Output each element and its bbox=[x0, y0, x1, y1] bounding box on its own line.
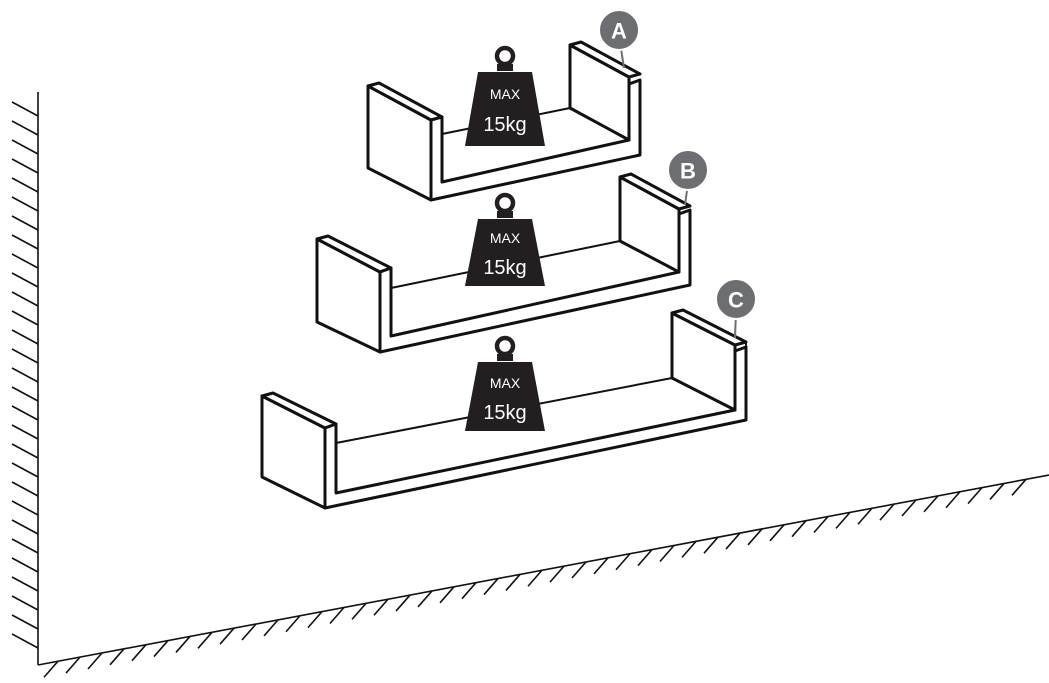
floor-hatch-tick bbox=[769, 524, 785, 542]
badge-a-label: A bbox=[611, 19, 627, 44]
floor-hatch-tick bbox=[725, 532, 741, 550]
floor-hatch-tick bbox=[813, 516, 829, 534]
floor-hatch-tick bbox=[131, 644, 147, 662]
floor-hatch-tick bbox=[175, 635, 191, 653]
wall-hatch-tick bbox=[11, 158, 39, 174]
floor-hatch-tick bbox=[1011, 478, 1027, 496]
wall-hatch-tick bbox=[11, 443, 39, 459]
badge-c-label: C bbox=[728, 288, 744, 313]
wall-hatch-tick bbox=[11, 519, 39, 535]
floor-hatch-tick bbox=[571, 561, 587, 579]
wall-hatch-tick bbox=[11, 367, 39, 383]
floor-hatch-tick bbox=[967, 487, 983, 505]
weight-icon-b: MAX 15kg bbox=[465, 192, 545, 286]
wall-hatch-tick bbox=[11, 310, 39, 326]
wall-hatch-tick bbox=[11, 595, 39, 611]
wall-hatch-tick bbox=[11, 329, 39, 345]
floor-hatch-tick bbox=[329, 606, 345, 625]
wall-hatch-tick bbox=[11, 538, 39, 554]
weight-value-label-a: 15kg bbox=[483, 114, 526, 136]
floor-hatch-tick bbox=[307, 611, 323, 629]
floor-hatch-tick bbox=[593, 557, 609, 575]
wall-hatch-tick bbox=[11, 101, 39, 117]
wall-hatch-tick bbox=[11, 462, 39, 478]
floor-hatch-tick bbox=[439, 586, 455, 604]
wall-hatch-tick bbox=[11, 196, 39, 212]
floor-hatch-tick bbox=[483, 578, 499, 596]
floor-hatch-tick bbox=[373, 598, 389, 616]
wall-hatch bbox=[11, 92, 39, 665]
floor-hatch-tick bbox=[109, 648, 125, 666]
weight-icon-c: MAX 15kg bbox=[465, 335, 545, 431]
weight-max-label-a: MAX bbox=[490, 86, 521, 102]
wall-hatch-tick bbox=[11, 177, 39, 193]
floor-hatch-tick bbox=[351, 602, 367, 620]
floor-hatch-tick bbox=[417, 590, 433, 608]
floor-hatch-tick bbox=[747, 528, 763, 546]
wall-hatch-tick bbox=[11, 234, 39, 250]
floor-hatch-tick bbox=[263, 619, 279, 637]
wall-hatch-tick bbox=[11, 348, 39, 364]
floor-hatch-tick bbox=[153, 640, 169, 658]
floor-hatch-tick bbox=[549, 565, 565, 583]
floor-hatch-tick bbox=[703, 536, 719, 554]
wall-hatch-tick bbox=[11, 386, 39, 402]
weight-max-label-c: MAX bbox=[490, 375, 521, 391]
shelf-b bbox=[315, 172, 692, 354]
floor-hatch-tick bbox=[241, 623, 257, 641]
wall-hatch-tick bbox=[11, 424, 39, 440]
floor-hatch-tick bbox=[461, 582, 477, 600]
weight-value-label-c: 15kg bbox=[483, 402, 526, 424]
weight-max-label-b: MAX bbox=[490, 230, 521, 246]
weight-value-label-b: 15kg bbox=[483, 257, 526, 279]
floor-hatch-tick bbox=[681, 540, 697, 558]
shelf-c bbox=[260, 308, 748, 510]
floor-hatch-tick bbox=[219, 627, 235, 645]
floor-hatch-tick bbox=[857, 507, 873, 525]
wall-hatch-tick bbox=[11, 291, 39, 307]
wall-hatch-tick bbox=[11, 614, 39, 630]
wall-hatch-tick bbox=[11, 405, 39, 421]
floor-hatch-tick bbox=[637, 549, 653, 567]
floor-hatch-tick bbox=[659, 544, 675, 563]
badge-c: C bbox=[715, 278, 757, 339]
floor-hatch-tick bbox=[923, 495, 939, 513]
floor-hatch bbox=[37, 474, 1049, 678]
wall-hatch-tick bbox=[11, 481, 39, 497]
wall-hatch-tick bbox=[11, 253, 39, 269]
wall-hatch-tick bbox=[11, 272, 39, 288]
wall-hatch-tick bbox=[11, 139, 39, 155]
wall-hatch-tick bbox=[11, 215, 39, 231]
badge-b-label: B bbox=[680, 159, 696, 184]
wall-hatch-tick bbox=[11, 633, 39, 649]
badge-b: B bbox=[667, 149, 709, 206]
floor-hatch-tick bbox=[989, 482, 1005, 500]
floor-hatch-tick bbox=[285, 615, 301, 633]
wall-hatch-tick bbox=[11, 120, 39, 136]
floor-hatch-tick bbox=[879, 503, 895, 521]
wall-hatch-tick bbox=[11, 576, 39, 592]
floor-hatch-tick bbox=[43, 660, 59, 678]
floor-hatch-tick bbox=[505, 573, 521, 591]
floor-hatch-tick bbox=[87, 652, 103, 670]
floor-hatch-tick bbox=[395, 594, 411, 612]
floor-hatch-tick bbox=[945, 491, 961, 509]
floor-hatch-tick bbox=[527, 569, 543, 587]
floor-hatch-tick bbox=[791, 520, 807, 538]
wall-hatch-tick bbox=[11, 500, 39, 516]
wall-hatch-tick bbox=[11, 557, 39, 573]
weight-icon-a: MAX 15kg bbox=[465, 45, 545, 146]
floor-hatch-tick bbox=[65, 656, 81, 674]
shelf-a bbox=[366, 40, 642, 202]
floor-hatch-tick bbox=[901, 499, 917, 517]
floor-hatch-tick bbox=[615, 553, 631, 571]
floor-hatch-tick bbox=[835, 511, 851, 529]
badge-a: A bbox=[598, 9, 640, 69]
floor-hatch-tick bbox=[197, 631, 213, 649]
